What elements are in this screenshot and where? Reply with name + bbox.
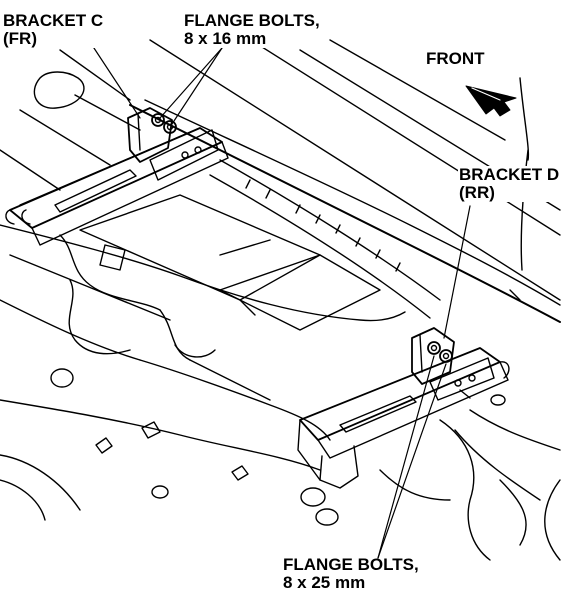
bracket-d-bolts <box>427 341 453 363</box>
leader-lines <box>89 41 471 559</box>
flange-bolts-16-size: 8 x 16 mm <box>184 29 267 48</box>
floor-panel-lines <box>0 29 561 561</box>
flange-bolts-16-callout: FLANGE BOLTS, 8 x 16 mm <box>183 12 321 48</box>
bracket-d-position: (RR) <box>459 183 495 202</box>
bracket-c-position: (FR) <box>3 29 37 48</box>
front-text: FRONT <box>426 49 485 68</box>
bracket-c-name: BRACKET C <box>3 11 104 30</box>
front-direction-label: FRONT <box>425 50 486 68</box>
flange-bolts-25-size: 8 x 25 mm <box>283 573 366 592</box>
bracket-c-callout: BRACKET C (FR) <box>2 11 105 48</box>
front-arrow-icon <box>465 85 517 117</box>
bracket-c-assembly <box>5 107 229 246</box>
bracket-c-bolts <box>151 113 177 134</box>
flange-bolts-25-callout: FLANGE BOLTS, 8 x 25 mm <box>282 556 420 592</box>
bracket-d-callout: BRACKET D (RR) <box>458 165 561 202</box>
center-rail <box>129 99 561 323</box>
bracket-d-name: BRACKET D <box>459 165 560 184</box>
flange-bolts-16-name: FLANGE BOLTS, <box>184 11 320 30</box>
flange-bolts-25-name: FLANGE BOLTS, <box>283 555 419 574</box>
